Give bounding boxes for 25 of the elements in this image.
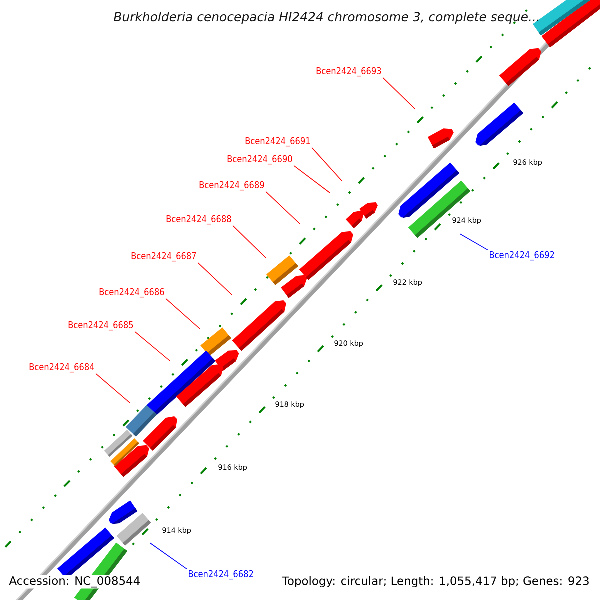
leader-line: [198, 262, 232, 296]
gene-label: Bcen2424_6688: [166, 215, 232, 225]
leader-line: [166, 298, 200, 330]
footer-text: Accession: NC_008544: [8, 575, 142, 589]
gene-label: Bcen2424_6693: [316, 67, 382, 77]
gene-label: Bcen2424_6685: [68, 321, 134, 331]
leader-line: [312, 147, 342, 182]
leader-line: [266, 191, 300, 224]
leader-line: [460, 234, 488, 251]
title: Burkholderia cenocepacia HI2424 chromosome 3, complete seque...: [114, 12, 539, 24]
gene-label: Bcen2424_6690: [228, 155, 292, 165]
leader-line: [382, 77, 416, 110]
gene-label: Bcen2424_6686: [100, 288, 164, 298]
gene-label: Bcen2424_6682: [189, 570, 254, 580]
gene-label: Bcen2424_6687: [132, 252, 196, 262]
leader-line: [232, 225, 266, 258]
gene-label: Bcen2424_6684: [30, 363, 94, 373]
gene-label: Bcen2424_6691: [246, 137, 310, 147]
leader-line: [294, 165, 330, 194]
leader-line: [150, 542, 188, 570]
footer-text: Topology: circular; Length: 1,055,417 bp; Genes: 923: [281, 575, 591, 589]
leader-line: [96, 373, 130, 404]
gene-label: Bcen2424_6689: [200, 181, 264, 191]
gene-label: Bcen2424_6692: [490, 251, 554, 261]
leader-line: [134, 331, 170, 362]
